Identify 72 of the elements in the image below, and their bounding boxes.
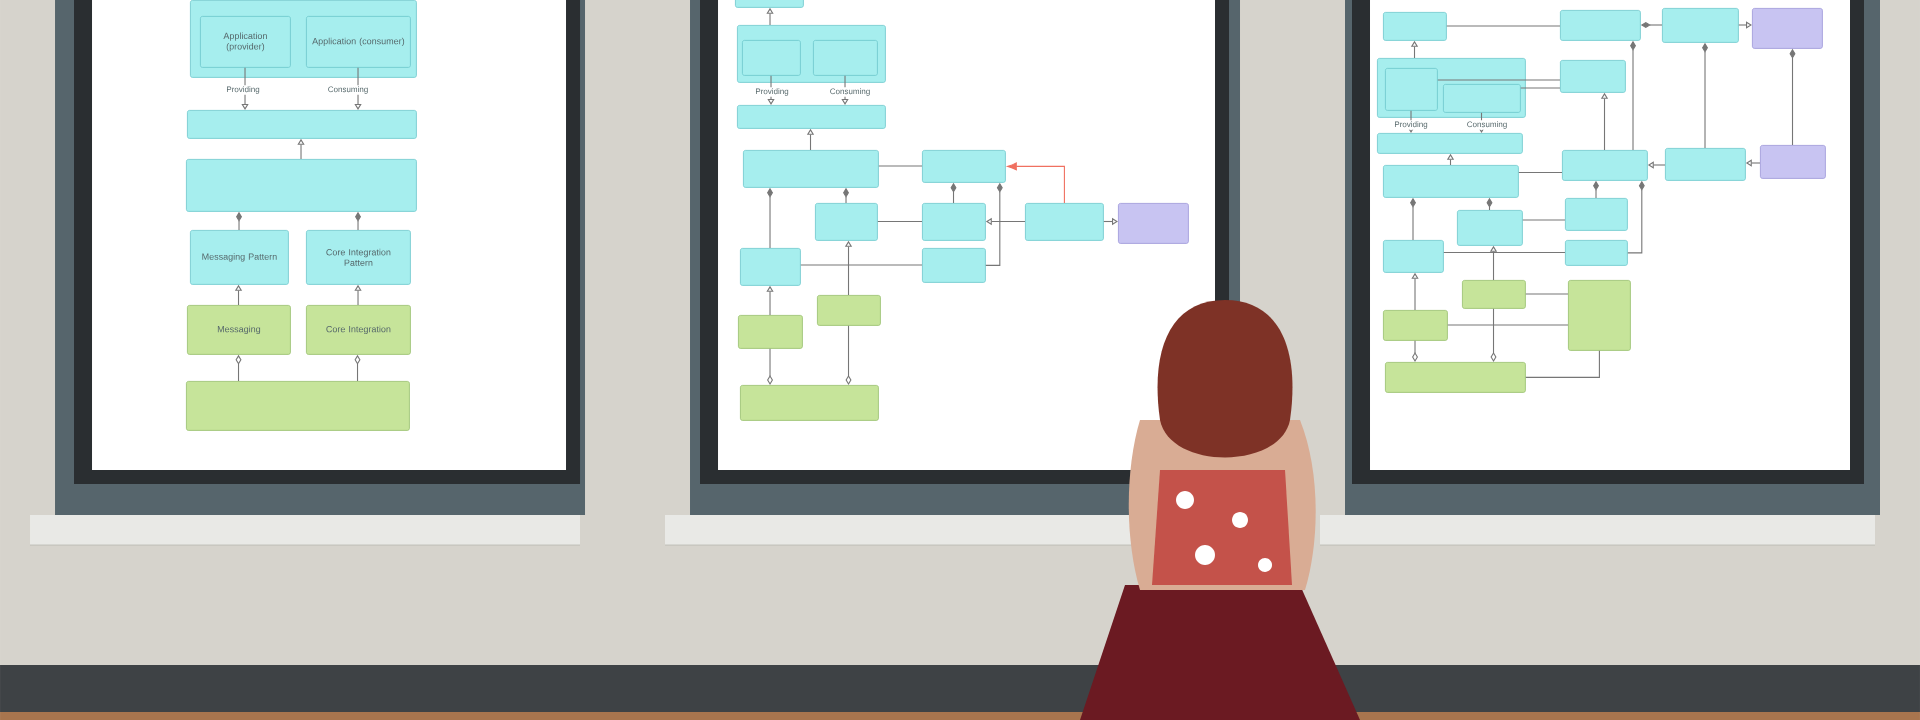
element-box — [186, 381, 410, 431]
edge-label: Consuming — [326, 85, 370, 95]
element-box — [1562, 150, 1648, 181]
element-box — [1457, 210, 1523, 246]
element-box — [1383, 165, 1519, 198]
element-box — [1443, 84, 1521, 113]
element-box: Core Integration — [306, 305, 411, 355]
element-box — [1462, 280, 1526, 309]
aggregation-line — [1490, 308, 1497, 362]
element-box — [922, 150, 1006, 183]
aggregation-line — [1412, 340, 1418, 362]
element-box — [1385, 68, 1438, 111]
element-box — [813, 40, 878, 76]
element-box — [1560, 10, 1641, 41]
aggregation-line — [767, 348, 773, 385]
connector-line — [1437, 79, 1561, 81]
element-box — [187, 110, 417, 139]
edge-label: Consuming — [1465, 120, 1509, 130]
element-box — [1385, 362, 1526, 393]
connector-line — [878, 165, 923, 167]
element-box — [922, 248, 986, 283]
connector-line — [1522, 219, 1566, 221]
element-box — [1377, 133, 1523, 154]
element-box — [1383, 12, 1447, 41]
element-box — [737, 105, 886, 129]
arrow — [354, 67, 362, 110]
element-box — [1383, 240, 1444, 273]
arrow — [1007, 162, 1065, 204]
connector-line — [1525, 350, 1600, 378]
element-box — [1565, 198, 1628, 231]
aggregation-line — [845, 325, 852, 385]
element-box — [1565, 240, 1628, 266]
element-box: Messaging Pattern — [190, 230, 289, 285]
connector-line — [1447, 324, 1569, 326]
element-box — [742, 40, 801, 76]
element-box — [186, 159, 417, 212]
arrow — [841, 75, 849, 105]
element-box: Application (provider) — [200, 16, 291, 68]
edge-label: Providing — [754, 87, 790, 97]
element-box: Application (consumer) — [306, 16, 411, 68]
element-box — [1383, 310, 1448, 341]
element-box — [735, 0, 804, 8]
element-box — [1025, 203, 1104, 241]
element-box — [1568, 280, 1631, 351]
element-box — [815, 203, 878, 241]
connector-line — [800, 264, 923, 266]
element-box — [743, 150, 879, 188]
element-box — [1752, 8, 1823, 49]
element-box — [740, 248, 801, 286]
element-box — [1118, 203, 1189, 244]
arrow — [767, 75, 775, 105]
element-box — [738, 315, 803, 349]
element-box — [1662, 8, 1739, 43]
connector-line — [1446, 25, 1561, 27]
element-box: Core Integration Pattern — [306, 230, 411, 285]
element-box — [1560, 60, 1626, 93]
edge-label: Providing — [1393, 120, 1429, 130]
edge-label: Providing — [225, 85, 261, 95]
connector-line — [1518, 171, 1563, 174]
element-box — [817, 295, 881, 326]
element-box — [922, 203, 986, 241]
connector-line — [1443, 251, 1566, 254]
element-box: Messaging — [187, 305, 291, 355]
connector-line — [1520, 87, 1561, 89]
element-box — [1665, 148, 1746, 181]
edge-label: Consuming — [828, 87, 872, 97]
element-box — [740, 385, 879, 421]
arrow — [1738, 21, 1752, 29]
connector-line — [877, 220, 923, 223]
arrow — [241, 67, 249, 110]
element-box — [1760, 145, 1826, 179]
connector-line — [1525, 293, 1569, 295]
